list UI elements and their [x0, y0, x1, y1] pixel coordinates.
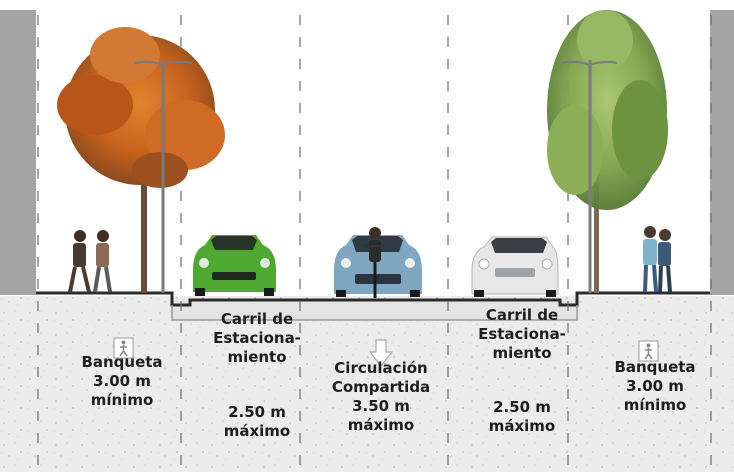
- parking-left-width: 2.50 m: [228, 403, 286, 421]
- sidewalk-left-title: Banqueta: [81, 353, 163, 371]
- parking-right-qualifier: máximo: [488, 417, 556, 435]
- pedestrians-right: [643, 226, 672, 293]
- parking-left-title-3: miento: [227, 348, 287, 366]
- ground: [0, 296, 734, 472]
- curb-profile-line: [36, 291, 710, 307]
- label-shared-lane: Circulación Compartida 3.50 m máximo: [312, 359, 450, 435]
- label-sidewalk-right: Banqueta 3.00 m mínimo: [595, 358, 715, 415]
- sidewalk-left-qualifier: mínimo: [90, 391, 154, 409]
- car-green: [193, 235, 276, 296]
- arrow-down-icon: [368, 339, 394, 367]
- street-lamp-right: [561, 60, 618, 293]
- building-right: [710, 10, 734, 295]
- pedestrian-sign-icon-right: [638, 340, 659, 362]
- parking-right-title-3: miento: [492, 344, 552, 362]
- label-sidewalk-left: Banqueta 3.00 m mínimo: [62, 353, 182, 410]
- tree-green-right: [547, 10, 668, 293]
- label-parking-right-width: 2.50 m máximo: [460, 398, 584, 436]
- parking-right-width: 2.50 m: [493, 398, 551, 416]
- cyclist: [365, 227, 385, 298]
- sidewalk-right-width: 3.00 m: [626, 377, 684, 395]
- car-white: [471, 236, 559, 297]
- car-blue: [334, 235, 422, 297]
- shared-lane-qualifier: máximo: [347, 416, 415, 434]
- pedestrians-left: [68, 230, 112, 293]
- pedestrian-sign-icon-left: [113, 337, 134, 359]
- parking-left-qualifier: máximo: [223, 422, 291, 440]
- parking-right-title-2: Estaciona-: [478, 325, 566, 343]
- label-parking-right: Carril de Estaciona- miento: [460, 306, 584, 363]
- parking-right-title-1: Carril de: [485, 306, 559, 324]
- shared-lane-title-2: Compartida: [331, 378, 431, 396]
- parking-left-title-2: Estaciona-: [213, 329, 301, 347]
- building-left: [0, 10, 36, 295]
- parking-left-title-1: Carril de: [220, 310, 294, 328]
- sidewalk-right-qualifier: mínimo: [623, 396, 687, 414]
- shared-lane-width: 3.50 m: [352, 397, 410, 415]
- division-lines: [37, 15, 712, 470]
- shared-lane-title-1: Circulación: [334, 359, 428, 377]
- tree-orange-left: [57, 27, 225, 293]
- sidewalk-left-width: 3.00 m: [93, 372, 151, 390]
- sidewalk-right-title: Banqueta: [614, 358, 696, 376]
- label-parking-left-width: 2.50 m máximo: [195, 403, 319, 441]
- street-lamp-left: [134, 60, 193, 293]
- label-parking-left: Carril de Estaciona- miento: [195, 310, 319, 367]
